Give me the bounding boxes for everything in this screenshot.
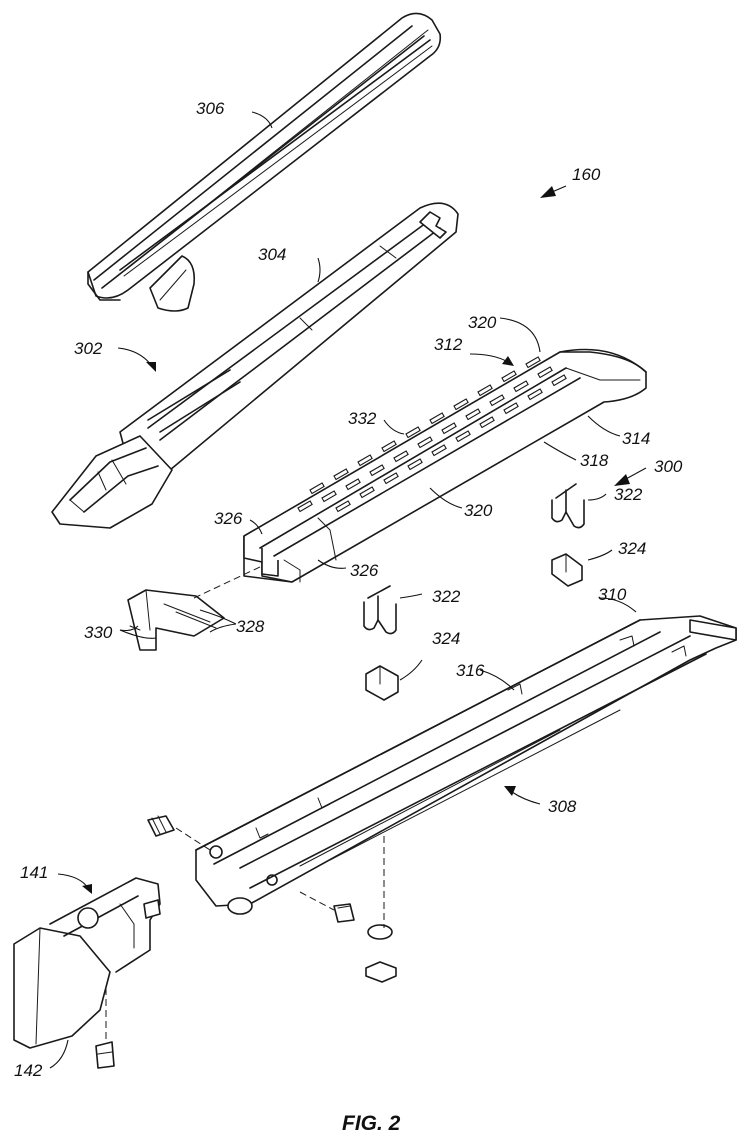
label-328: 328 [236,617,265,636]
label-330: 330 [84,623,113,642]
driver-324-center [366,666,398,700]
label-160: 160 [572,165,601,184]
driver-324-right [552,554,582,586]
label-326-left: 326 [214,509,243,528]
label-312: 312 [434,335,463,354]
label-304: 304 [258,245,286,264]
figure-caption: FIG. 2 [342,1112,401,1135]
screw-part [334,904,354,922]
label-308: 308 [548,797,577,816]
sled-328 [128,590,224,650]
staple-322-center [364,586,396,634]
label-326-right: 326 [350,561,379,580]
label-322-right: 322 [614,485,643,504]
label-310: 310 [598,585,627,604]
washer-part [366,925,396,982]
pin-142 [96,1042,114,1068]
label-318: 318 [580,451,609,470]
label-314: 314 [622,429,650,448]
pin-part [148,816,174,836]
label-316: 316 [456,661,485,680]
label-142: 142 [14,1061,43,1080]
label-302: 302 [74,339,103,358]
staple-322-right [552,484,584,528]
shaft-141 [14,878,160,1048]
label-324-right: 324 [618,539,646,558]
label-332: 332 [348,409,377,428]
label-300: 300 [654,457,683,476]
label-306: 306 [196,99,225,118]
label-322-center: 322 [432,587,461,606]
label-320-mid: 320 [464,501,493,520]
label-324-center: 324 [432,629,460,648]
label-141: 141 [20,863,48,882]
label-320-top: 320 [468,313,497,332]
